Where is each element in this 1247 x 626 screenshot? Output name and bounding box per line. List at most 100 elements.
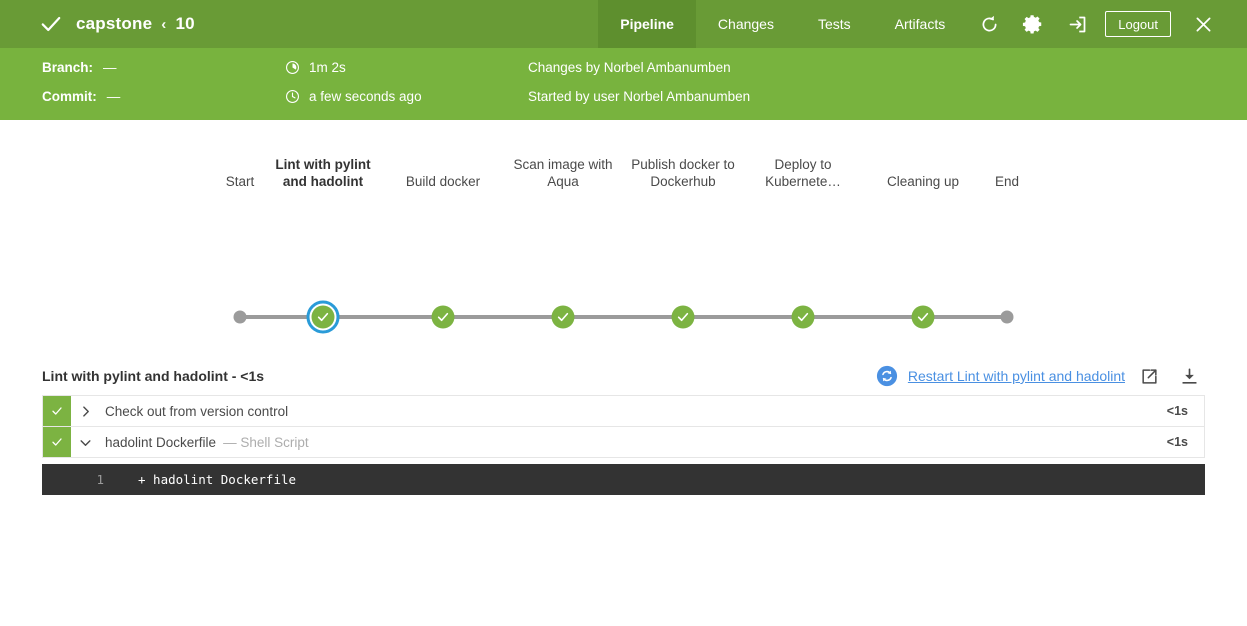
step-expand-toggle[interactable] — [71, 396, 99, 426]
download-icon — [1181, 368, 1197, 384]
success-circle — [911, 305, 935, 329]
step-duration: <1s — [1166, 404, 1188, 418]
time-ago-value: a few seconds ago — [309, 89, 422, 104]
tab-artifacts[interactable]: Artifacts — [894, 16, 946, 32]
branch-value: — — [103, 60, 117, 75]
stage-start[interactable]: Start — [178, 120, 302, 190]
run-metadata-bar: Branch: — Commit: — 1m 2s a few seconds … — [0, 48, 1247, 120]
stage-build-docker[interactable]: Build docker — [381, 120, 505, 190]
commit-value: — — [106, 89, 121, 104]
brand-block[interactable]: capstone ‹ 10 — [0, 0, 195, 48]
step-duration: <1s — [1166, 435, 1188, 449]
breadcrumb-separator-icon: ‹ — [161, 15, 167, 33]
changes-by: Changes by Norbel Ambanumben — [528, 60, 731, 75]
check-icon — [41, 16, 61, 32]
open-log-external-button[interactable] — [1133, 362, 1165, 390]
step-status-success — [43, 427, 71, 457]
graph-connector — [240, 315, 1007, 319]
branch-row: Branch: — — [42, 60, 282, 75]
run-number: 10 — [175, 14, 195, 33]
stage-cleaning-up[interactable]: Cleaning up — [861, 120, 985, 190]
page-title: capstone ‹ 10 — [76, 14, 195, 34]
main-tabs: Pipeline Changes Tests Artifacts — [598, 0, 967, 48]
idle-dot-icon — [1000, 310, 1014, 324]
started-by: Started by user Norbel Ambanumben — [528, 89, 751, 104]
check-icon — [317, 312, 329, 322]
log-title: Lint with pylint and hadolint - <1s — [42, 368, 265, 384]
step-name: hadolint Dockerfile — Shell Script — [99, 427, 1167, 457]
step-name: Check out from version control — [99, 396, 1167, 426]
node-publish-docker-to-dockerhub[interactable] — [671, 305, 695, 329]
success-circle — [311, 305, 335, 329]
node-build-docker[interactable] — [431, 305, 455, 329]
stage-end[interactable]: End — [945, 120, 1069, 190]
node-cleaning-up[interactable] — [911, 305, 935, 329]
tab-pipeline[interactable]: Pipeline — [598, 0, 696, 48]
check-icon — [797, 312, 809, 322]
console-line-text: + hadolint Dockerfile — [138, 472, 297, 487]
commit-row: Commit: — — [42, 89, 282, 104]
close-button[interactable] — [1181, 0, 1225, 48]
step-row[interactable]: Check out from version control <1s — [43, 396, 1204, 427]
clock-icon — [286, 90, 299, 103]
replay-icon — [982, 15, 997, 31]
node-scan-image-with-aqua[interactable] — [551, 305, 575, 329]
settings-button[interactable] — [1011, 0, 1055, 48]
restart-stage-link[interactable]: Restart Lint with pylint and hadolint — [907, 368, 1125, 384]
step-label: hadolint Dockerfile — [105, 434, 217, 450]
app-header: capstone ‹ 10 Pipeline Changes Tests Art… — [0, 0, 1247, 48]
node-start[interactable] — [233, 310, 247, 324]
stage-label: Build docker — [405, 174, 481, 189]
step-row[interactable]: hadolint Dockerfile — Shell Script <1s — [43, 427, 1204, 458]
gear-icon — [1023, 15, 1042, 34]
check-icon — [52, 438, 62, 446]
logout-arrow-button[interactable] — [1055, 0, 1099, 48]
time-row: a few seconds ago — [285, 89, 515, 104]
idle-dot-icon — [233, 310, 247, 324]
console-output[interactable]: 1 + hadolint Dockerfile — [42, 464, 1205, 495]
replay-button[interactable] — [967, 0, 1011, 48]
step-status-success — [43, 396, 71, 426]
branch-label: Branch: — [42, 60, 94, 75]
logout-arrow-icon — [1069, 16, 1086, 32]
download-log-button[interactable] — [1173, 362, 1205, 390]
chevron-right-icon — [82, 405, 89, 417]
success-circle — [551, 305, 575, 329]
step-label: Check out from version control — [105, 403, 289, 419]
node-lint-with-pylint-and-hadolint[interactable] — [306, 300, 340, 334]
stopwatch-icon — [286, 61, 299, 74]
log-actions: Restart Lint with pylint and hadolint — [876, 362, 1205, 390]
step-type: — Shell Script — [223, 434, 309, 450]
close-icon — [1196, 17, 1210, 31]
step-list: Check out from version control <1s hadol… — [42, 395, 1205, 458]
console-line: 1 + hadolint Dockerfile — [42, 469, 1205, 490]
stage-label: End — [994, 174, 1020, 189]
step-collapse-toggle[interactable] — [71, 427, 99, 457]
tab-tests[interactable]: Tests — [817, 16, 851, 32]
step-log-header: Lint with pylint and hadolint - <1s Rest… — [42, 362, 1205, 390]
stage-label: Start — [225, 174, 255, 189]
check-icon — [52, 407, 62, 415]
node-end[interactable] — [1000, 310, 1014, 324]
duration-row: 1m 2s — [285, 60, 515, 75]
chevron-down-icon — [79, 439, 91, 446]
selected-ring — [306, 300, 340, 334]
restart-circle-icon[interactable] — [876, 365, 898, 387]
header-spacer — [195, 0, 598, 48]
check-icon — [677, 312, 689, 322]
logout-button[interactable]: Logout — [1105, 11, 1171, 37]
success-circle — [431, 305, 455, 329]
node-deploy-to-kubernetes[interactable] — [791, 305, 815, 329]
external-link-icon — [1141, 368, 1157, 384]
project-name[interactable]: capstone — [76, 14, 153, 33]
tab-changes[interactable]: Changes — [717, 16, 774, 32]
